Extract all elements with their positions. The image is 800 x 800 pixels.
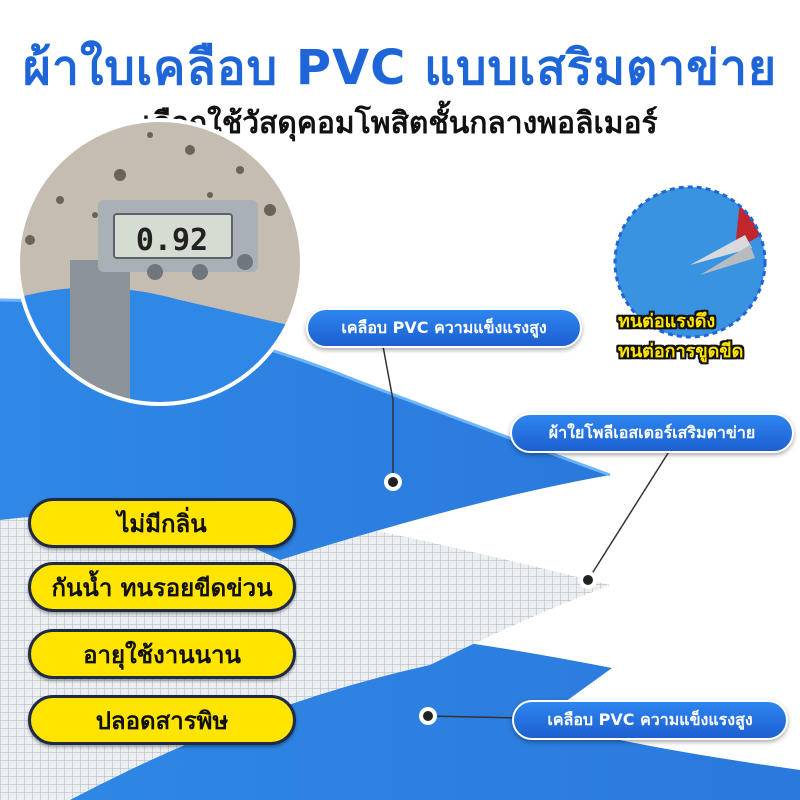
cutting-photo <box>615 187 765 337</box>
feature-durable: อายุใช้งานนาน <box>28 629 296 679</box>
callout-dot-middle <box>579 571 597 589</box>
caliper-photo: 0.92 <box>18 120 302 404</box>
callout-dot-bottom <box>419 707 437 725</box>
callout-bottom-pvc: เคลือบ PVC ความแข็งแรงสูง <box>512 700 788 740</box>
strength-label-tensile: ทนต่อแรงดึง <box>618 311 716 332</box>
callout-polyester-mesh: ผ้าใยโพลีเอสเตอร์เสริมตาข่าย <box>510 413 794 453</box>
callout-top-pvc: เคลือบ PVC ความแข็งแรงสูง <box>306 308 582 348</box>
feature-odorless: ไม่มีกลิ่น <box>28 498 296 548</box>
page-subtitle: เลือกใช้วัสดุคอมโพสิตชั้นกลางพอลิเมอร์ <box>142 106 658 141</box>
strength-label-scratch: ทนต่อการขูดขีด <box>618 341 744 362</box>
page-title: ผ้าใบเคลือบ PVC แบบเสริมตาข่าย <box>22 40 778 96</box>
feature-waterproof: กันน้ำ ทนรอยขีดข่วน <box>28 562 296 612</box>
callout-dot-top <box>384 473 402 491</box>
feature-nontoxic: ปลอดสารพิษ <box>28 695 296 745</box>
caliper-reading: 0.92 <box>136 223 208 258</box>
